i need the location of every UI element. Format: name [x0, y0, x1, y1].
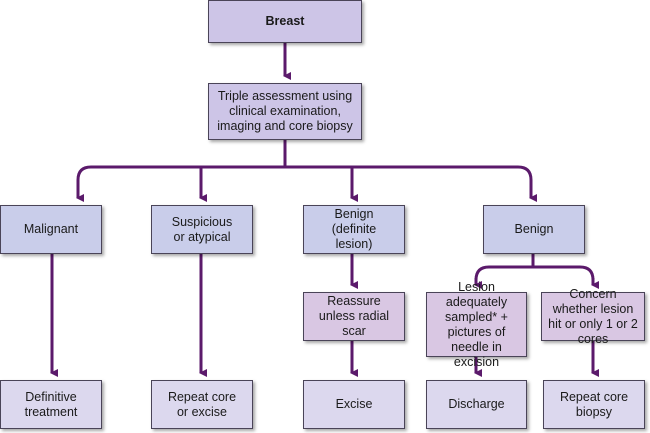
root-box: Breast — [208, 0, 362, 43]
condition-adequately-sampled: Lesion adequately sampled* + pictures of… — [426, 280, 527, 369]
condition-concern: Concern whether lesion hit or only 1 or … — [541, 287, 645, 346]
outcome-repeat-core-or-excise: Repeat core or excise — [151, 380, 253, 429]
category-malignant: Malignant — [0, 205, 102, 254]
outcome-excise: Excise — [303, 380, 405, 429]
assessment-box: Triple assessment using clinical examina… — [208, 83, 362, 140]
branch-bar — [76, 165, 533, 198]
category-benign-definite: Benign (definite lesion) — [303, 205, 405, 254]
outcome-discharge: Discharge — [426, 380, 527, 429]
outcome-repeat-core-biopsy: Repeat core biopsy — [543, 380, 645, 429]
category-benign: Benign — [483, 205, 585, 254]
category-suspicious: Suspicious or atypical — [151, 205, 253, 254]
intermediate-reassure: Reassure unless radial scar — [303, 292, 405, 341]
outcome-definitive-treatment: Definitive treatment — [0, 380, 102, 429]
benign-split — [474, 265, 595, 285]
